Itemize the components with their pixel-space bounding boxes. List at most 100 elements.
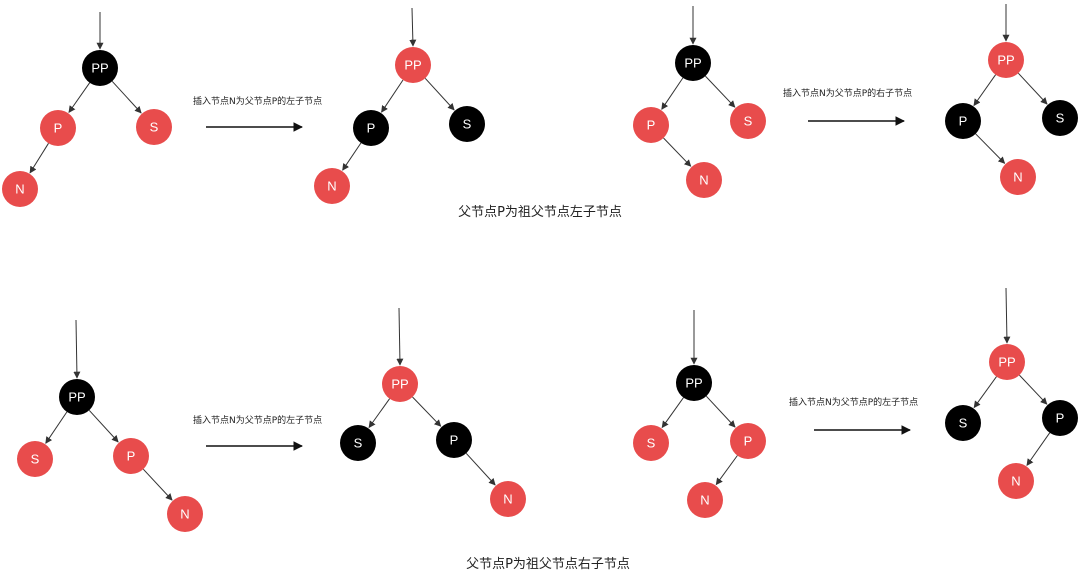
node-label: S: [463, 117, 472, 132]
tree-edge-pp-s: [111, 80, 142, 114]
tree-edge-p-n: [29, 143, 49, 174]
node-circle: [675, 45, 711, 81]
node-label: S: [744, 114, 753, 129]
tree-node-pp: PP: [676, 365, 712, 401]
tree-edge-pp-p: [88, 409, 119, 443]
node-label: P: [647, 118, 656, 133]
tree-node-s: S: [730, 103, 766, 139]
node-circle: [2, 171, 38, 207]
tree-edge-pp-p: [381, 79, 404, 113]
node-label: S: [1056, 111, 1065, 126]
tree-node-pp: PP: [82, 50, 118, 86]
node-label: N: [327, 179, 336, 194]
node-circle: [340, 425, 376, 461]
node-label: N: [15, 182, 24, 197]
tree-node-s: S: [945, 405, 981, 441]
tree-node-s: S: [17, 441, 53, 477]
node-label: N: [1011, 474, 1020, 489]
node-label: P: [1056, 411, 1065, 426]
node-circle: [1042, 400, 1078, 436]
tree-node-pp: PP: [989, 344, 1025, 380]
tree-node-pp: PP: [59, 379, 95, 415]
tree-node-pp: PP: [395, 47, 431, 83]
tree-edge-pp-s: [1017, 72, 1048, 105]
tree-node-p: P: [113, 438, 149, 474]
incoming-edge: [73, 319, 81, 379]
tree-node-n: N: [998, 463, 1034, 499]
node-circle: [353, 110, 389, 146]
transform-arrow-4: 插入节点N为父节点P的左子节点: [789, 396, 918, 435]
node-label: S: [647, 436, 656, 451]
tree-edge-p-n: [715, 455, 738, 486]
tree-edge-pp-p: [68, 82, 91, 113]
node-circle: [113, 438, 149, 474]
tree-node-p: P: [353, 110, 389, 146]
tree-node-p: P: [945, 103, 981, 139]
node-label: P: [127, 449, 136, 464]
node-label: PP: [391, 377, 408, 392]
node-label: S: [31, 452, 40, 467]
node-circle: [686, 162, 722, 198]
node-circle: [676, 365, 712, 401]
node-circle: [436, 422, 472, 458]
arrow-label-1: 插入节点N为父节点P的左子节点: [193, 95, 322, 107]
node-circle: [945, 405, 981, 441]
node-label: PP: [404, 58, 421, 73]
node-circle: [989, 344, 1025, 380]
tree-node-p: P: [40, 110, 76, 146]
tree-edge-p-n: [663, 137, 692, 167]
node-circle: [167, 496, 203, 532]
node-circle: [633, 107, 669, 143]
incoming-edge: [409, 7, 417, 47]
transform-arrow-1: 插入节点N为父节点P的左子节点: [193, 95, 322, 132]
tree-node-n: N: [314, 168, 350, 204]
caption-bottom: 父节点P为祖父节点右子节点: [466, 557, 630, 572]
node-circle: [490, 481, 526, 517]
tree-edge-pp-s: [45, 411, 68, 444]
tree-edge-pp-p: [705, 395, 736, 428]
node-label: PP: [998, 355, 1015, 370]
node-label: P: [450, 433, 459, 448]
node-label: P: [744, 434, 753, 449]
node-circle: [687, 482, 723, 518]
tree-edge-pp-s: [973, 376, 997, 409]
tree-node-s: S: [136, 109, 172, 145]
tree-node-s: S: [1042, 100, 1078, 136]
tree-edge-pp-s: [368, 398, 391, 429]
node-circle: [382, 366, 418, 402]
tree-node-n: N: [686, 162, 722, 198]
tree-node-n: N: [2, 171, 38, 207]
tree-edge-p-n: [1026, 432, 1051, 466]
node-circle: [730, 423, 766, 459]
tree-node-p: P: [1042, 400, 1078, 436]
node-label: PP: [685, 376, 702, 391]
node-label: N: [180, 507, 189, 522]
tree-edge-pp-s: [661, 397, 684, 429]
tree-edge-pp-p: [1019, 374, 1048, 405]
node-label: N: [699, 173, 708, 188]
node-label: P: [54, 121, 63, 136]
caption-top: 父节点P为祖父节点左子节点: [458, 205, 622, 220]
node-label: PP: [68, 390, 85, 405]
node-circle: [998, 463, 1034, 499]
node-label: P: [959, 114, 968, 129]
node-circle: [633, 425, 669, 461]
node-circle: [1042, 100, 1078, 136]
node-label: N: [700, 493, 709, 508]
node-circle: [395, 47, 431, 83]
arrow-label-3: 插入节点N为父节点P的左子节点: [193, 414, 322, 426]
node-label: N: [503, 492, 512, 507]
transform-arrow-2: 插入节点N为父节点P的右子节点: [783, 87, 912, 126]
tree-node-n: N: [490, 481, 526, 517]
tree-node-n: N: [167, 496, 203, 532]
node-circle: [1000, 159, 1036, 195]
incoming-edge: [396, 307, 404, 366]
tree-edge-pp-p: [661, 77, 684, 110]
node-circle: [136, 109, 172, 145]
node-circle: [988, 42, 1024, 78]
